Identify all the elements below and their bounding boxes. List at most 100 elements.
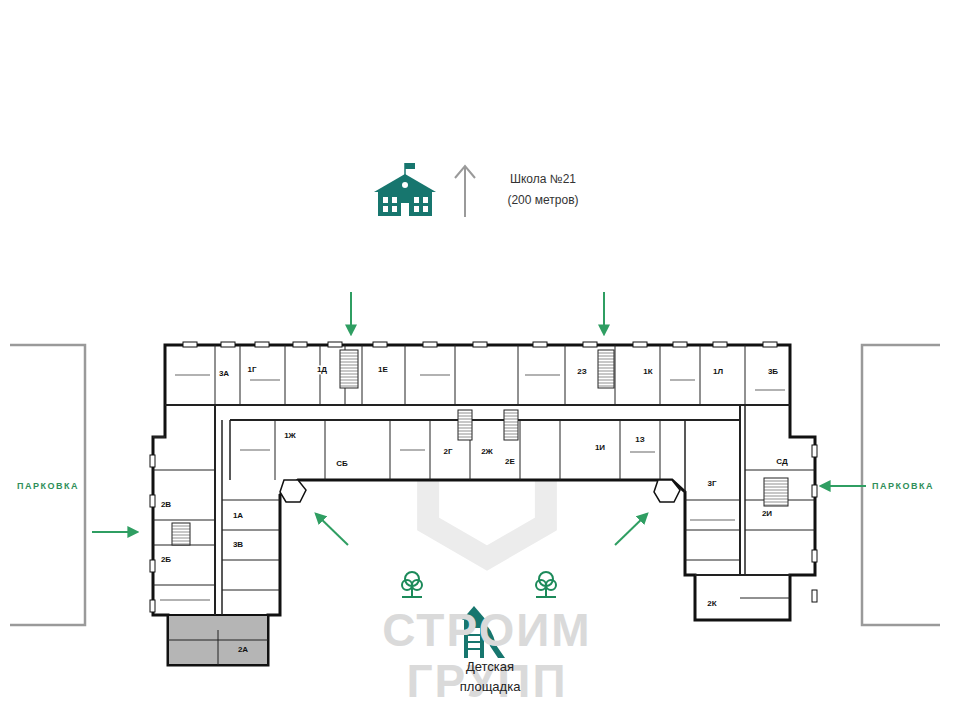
wall <box>215 345 216 405</box>
window <box>583 342 597 347</box>
wall <box>615 345 616 405</box>
wall <box>560 420 561 480</box>
wall <box>362 345 363 405</box>
parking-bracket <box>862 345 940 625</box>
wall <box>620 420 621 480</box>
window <box>328 342 342 347</box>
wall <box>745 470 815 471</box>
wall <box>660 345 661 405</box>
stair <box>172 523 190 545</box>
wall <box>222 560 280 561</box>
wall <box>685 500 740 501</box>
apartment-code: 2Е <box>504 457 516 466</box>
wall <box>390 420 391 480</box>
window <box>221 342 235 347</box>
wall <box>222 530 280 531</box>
window <box>473 342 487 347</box>
wall <box>400 450 425 451</box>
parking-label: ПАРКОВКА <box>17 481 79 491</box>
tree-icon <box>402 572 422 597</box>
parking-bracket <box>10 345 85 625</box>
stair <box>504 410 518 440</box>
apartment-code: 2Г <box>443 447 454 456</box>
wall <box>229 420 231 480</box>
stair <box>764 478 788 506</box>
apartment-code: 3Б <box>767 367 779 376</box>
window <box>812 550 817 562</box>
apartment-code: 3А <box>218 369 230 378</box>
apartment-code: 1К <box>642 367 653 376</box>
apartment-code: 3В <box>232 540 244 549</box>
apartment-code: 2Б <box>160 555 172 564</box>
tree-icon <box>536 572 556 597</box>
stair <box>340 350 358 388</box>
wall <box>684 420 686 492</box>
window <box>150 560 155 572</box>
entrance-lobby <box>280 480 306 502</box>
window <box>633 342 647 347</box>
wall <box>430 420 431 480</box>
entrance-arrow <box>350 292 352 334</box>
window <box>673 342 687 347</box>
window <box>713 342 727 347</box>
wall <box>565 345 566 405</box>
apartment-code: 2Ж <box>480 447 494 456</box>
window <box>812 590 817 602</box>
stair <box>598 350 614 388</box>
wall <box>165 404 790 406</box>
wall <box>744 437 746 575</box>
wall <box>455 345 456 405</box>
window <box>533 342 547 347</box>
wall <box>285 345 286 405</box>
direction-arrow <box>464 167 466 217</box>
window <box>812 485 817 497</box>
selected-unit <box>168 615 268 665</box>
apartment-code: 3Г <box>707 479 718 488</box>
apartment-code: СД <box>775 457 788 466</box>
apartment-code: 1Л <box>712 367 724 376</box>
window <box>150 455 155 467</box>
school-note: Школа №21 <box>510 173 576 187</box>
wall <box>744 405 746 437</box>
window <box>255 342 269 347</box>
entrance-arrow <box>316 514 348 545</box>
stair <box>458 410 472 440</box>
school-icon <box>374 163 436 216</box>
apartment-code: 1Д <box>316 365 328 374</box>
apartment-code: 2В <box>160 500 172 509</box>
wall <box>168 640 268 641</box>
entrance-lobby <box>654 480 680 502</box>
window <box>373 342 387 347</box>
apartment-code: 1Е <box>377 365 389 374</box>
wall <box>745 345 746 405</box>
wall <box>685 530 740 531</box>
wall <box>670 380 695 381</box>
wall <box>695 574 790 576</box>
window <box>150 600 155 612</box>
wall <box>218 630 219 665</box>
window <box>812 445 817 457</box>
wall <box>405 345 406 405</box>
wall <box>325 420 326 480</box>
wall <box>320 345 321 405</box>
parking-label: ПАРКОВКА <box>872 481 934 491</box>
apartment-code: 1А <box>232 511 244 520</box>
wall <box>690 520 735 521</box>
apartment-code: 1Ж <box>283 431 297 440</box>
wall <box>660 420 661 480</box>
wall <box>250 380 280 381</box>
wall <box>745 530 815 531</box>
apartment-code: СБ <box>335 459 349 468</box>
window <box>423 342 437 347</box>
wall <box>240 345 241 405</box>
school-note: (200 метров) <box>507 194 578 208</box>
wall <box>230 419 740 421</box>
apartment-code: 2К <box>706 599 717 608</box>
apartment-code: 2З <box>576 367 587 376</box>
entrance-arrow <box>615 514 647 545</box>
window <box>183 342 197 347</box>
wall <box>520 420 521 480</box>
direction-arrow <box>455 166 475 178</box>
